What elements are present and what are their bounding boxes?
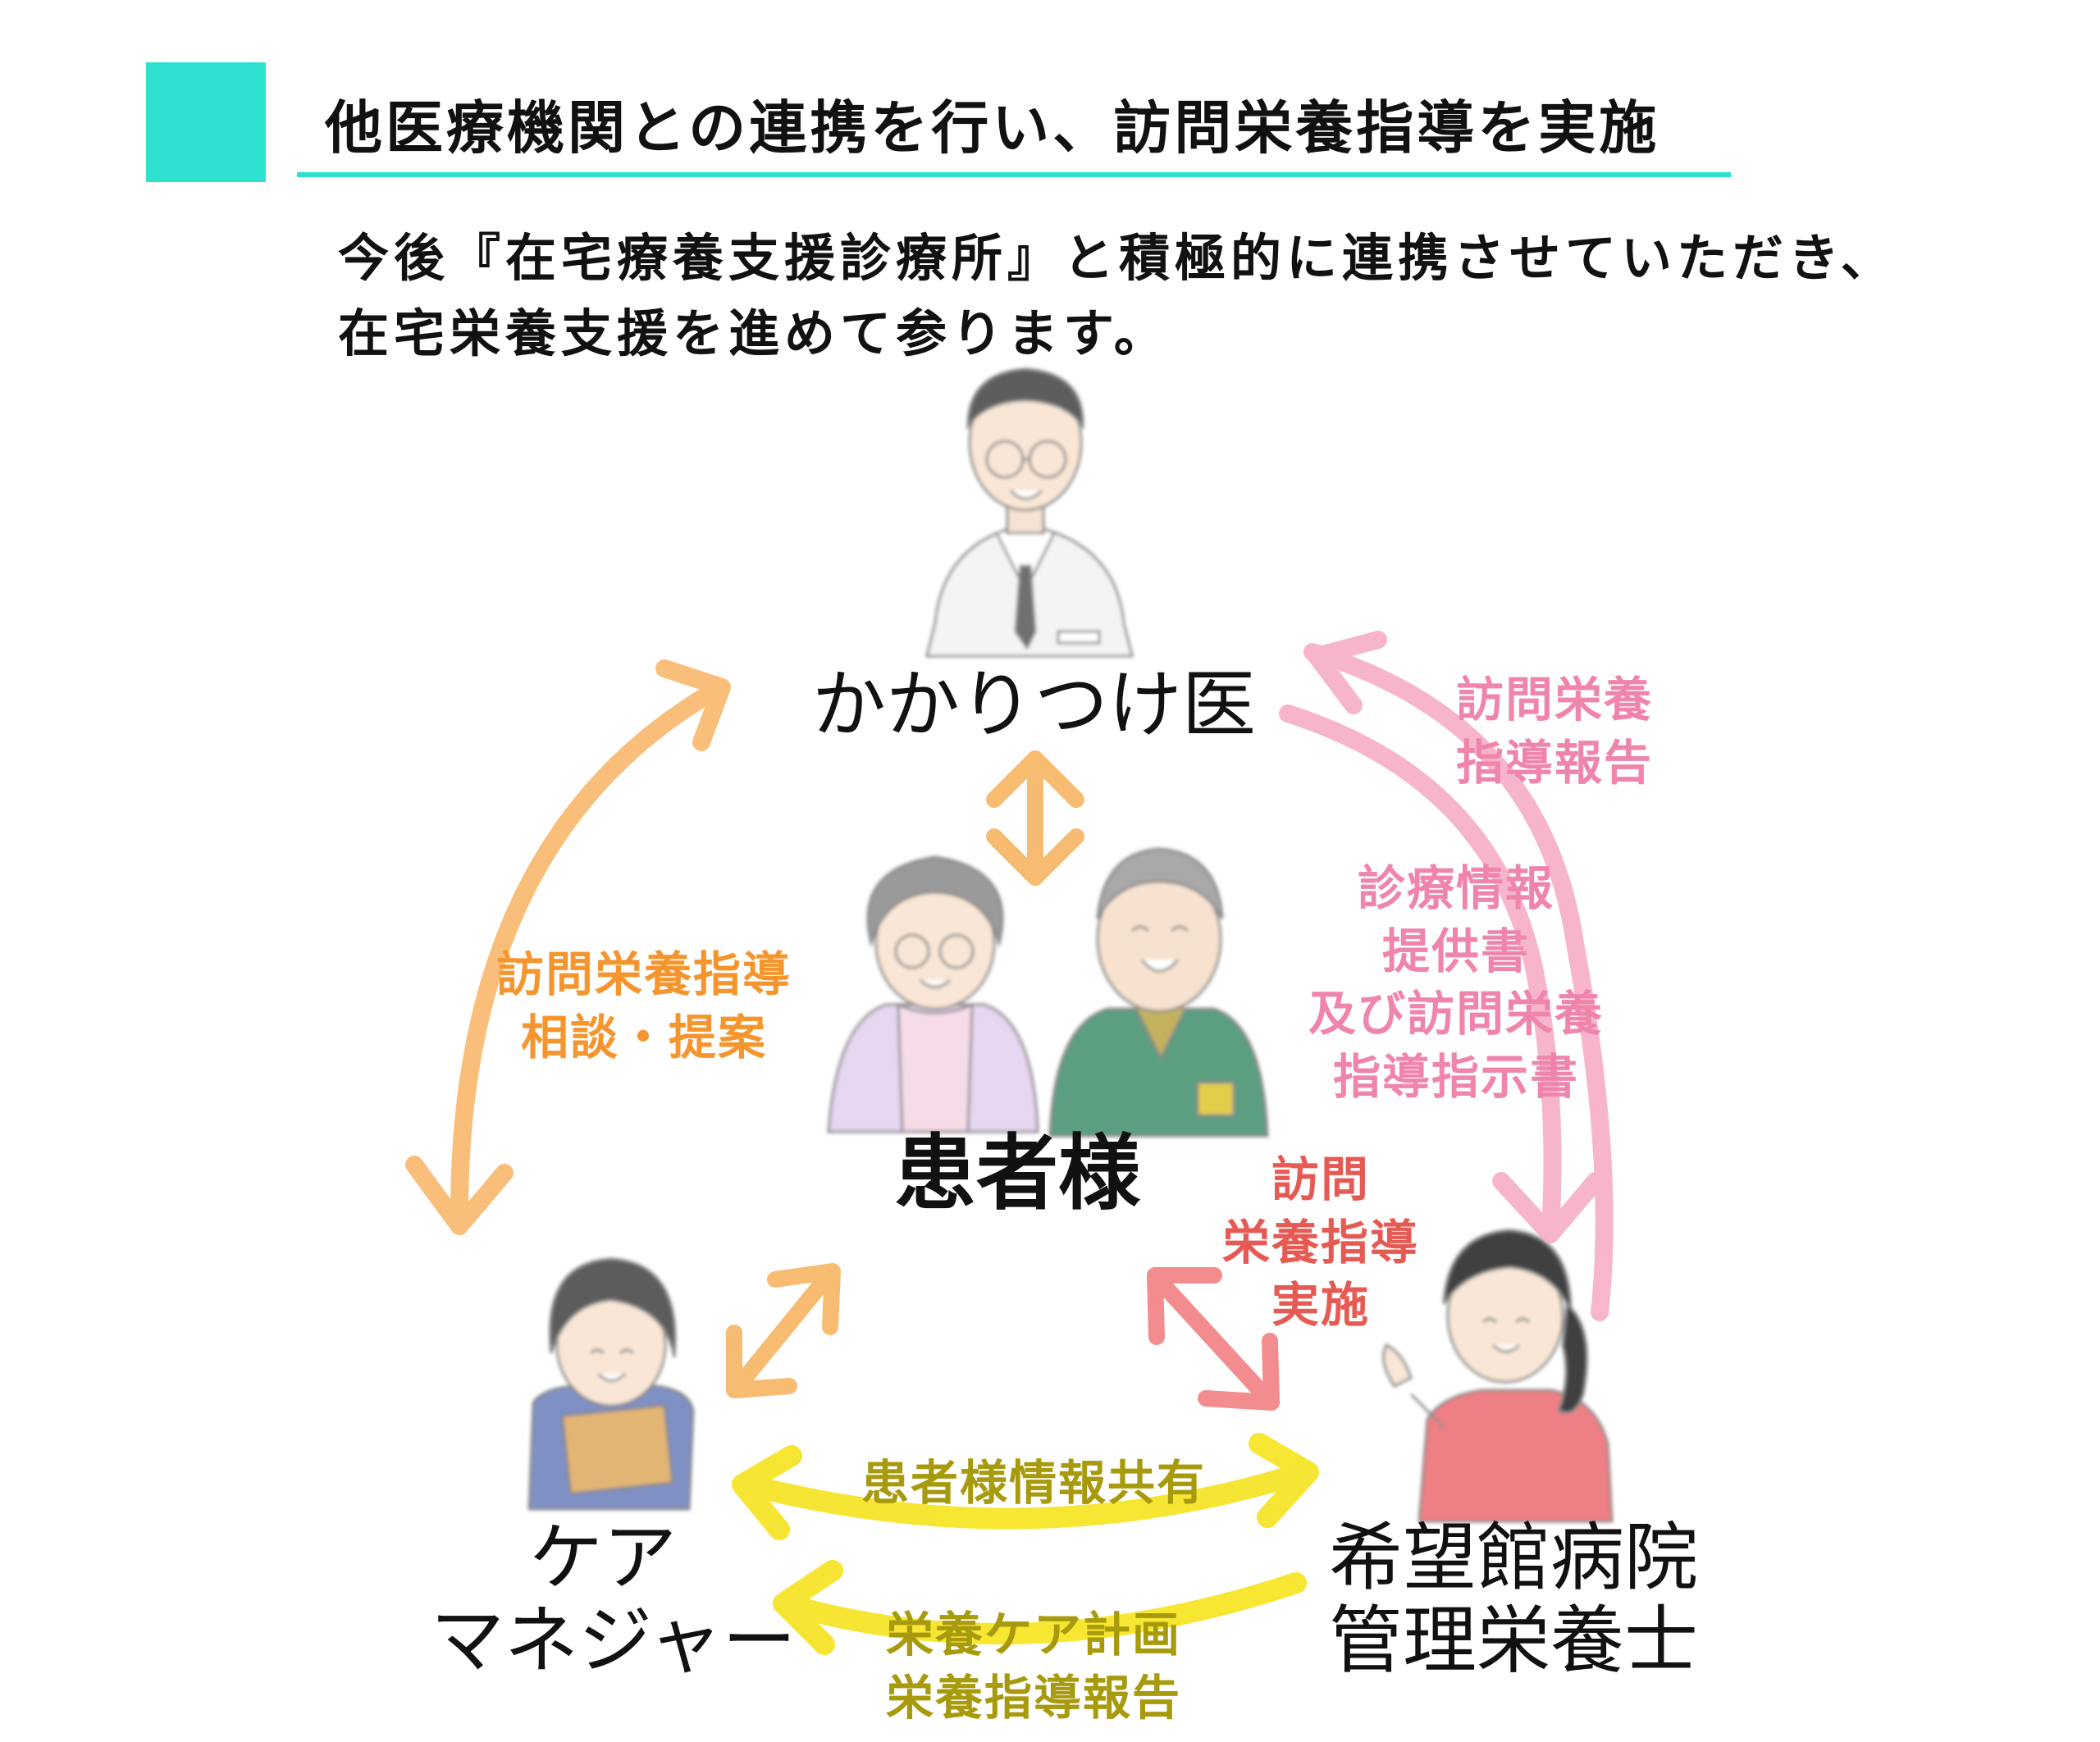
label-instruction-line3: 及び訪問栄養 bbox=[1308, 986, 1604, 1042]
label-instruction-line1: 診療情報 bbox=[1357, 860, 1554, 916]
label-visit-line1: 訪問 bbox=[1271, 1151, 1370, 1207]
orange-diagonal-arrow bbox=[726, 1263, 841, 1398]
label-visit-line2: 栄養指導 bbox=[1221, 1214, 1419, 1270]
label-visit: 訪問 栄養指導 実施 bbox=[1198, 1148, 1444, 1337]
heading-accent-square bbox=[146, 62, 266, 182]
dietitian-line2: 管理栄養士 bbox=[1329, 1597, 1698, 1684]
dietitian-illustration bbox=[1382, 1229, 1614, 1523]
label-left-line1: 訪問栄養指導 bbox=[495, 946, 792, 1002]
intro-line-2: 在宅栄養支援を進めて参ります。 bbox=[338, 303, 1170, 363]
node-patient: 患者様 bbox=[894, 1125, 1140, 1221]
label-report-line2: 指導報告 bbox=[1455, 734, 1653, 791]
yellow-double-arrows bbox=[732, 1433, 1319, 1655]
red-diagonal-arrow bbox=[1147, 1267, 1280, 1411]
label-share: 患者様情報共有 bbox=[861, 1455, 1206, 1511]
pink-double-arrow-right bbox=[1279, 631, 1614, 1321]
heading-underline bbox=[297, 172, 1731, 177]
label-plan: 栄養ケア計画 栄養指導報告 bbox=[861, 1603, 1206, 1729]
node-doctor: かかりつけ医 bbox=[812, 662, 1256, 748]
care-manager-line1: ケア bbox=[529, 1515, 677, 1601]
dietitian-line1: 希望館病院 bbox=[1329, 1515, 1698, 1601]
elderly-couple-illustration bbox=[827, 847, 1269, 1138]
label-plan-line1: 栄養ケア計画 bbox=[885, 1607, 1181, 1662]
orange-vertical-arrow bbox=[986, 750, 1084, 886]
label-plan-line2: 栄養指導報告 bbox=[885, 1669, 1181, 1726]
label-left-line2: 相談・提案 bbox=[520, 1009, 767, 1065]
orange-double-arrow-left bbox=[405, 659, 731, 1235]
page-title: 他医療機関との連携を行い、訪問栄養指導を実施 bbox=[325, 94, 1660, 162]
node-dietitian: 希望館病院 管理栄養士 bbox=[1329, 1515, 1698, 1684]
label-instruction-line2: 提供書 bbox=[1381, 923, 1530, 979]
label-report-line1: 訪問栄養 bbox=[1455, 672, 1653, 727]
node-care-manager: ケア マネジャー bbox=[431, 1515, 797, 1684]
intro-line-1: 今後『在宅療養支援診療所』と積極的に連携させていただき、 bbox=[338, 228, 1897, 288]
care-manager-line2: マネジャー bbox=[431, 1597, 797, 1684]
label-visit-line3: 実施 bbox=[1271, 1277, 1370, 1334]
label-report: 訪問栄養 指導報告 bbox=[1431, 668, 1678, 794]
care-manager-illustration bbox=[527, 1257, 695, 1511]
doctor-illustration bbox=[925, 367, 1134, 658]
label-instruction-line4: 指導指示書 bbox=[1332, 1048, 1579, 1105]
label-instruction: 診療情報 提供書 及び訪問栄養 指導指示書 bbox=[1292, 857, 1620, 1108]
label-left-consult: 訪問栄養指導 相談・提案 bbox=[480, 943, 808, 1069]
